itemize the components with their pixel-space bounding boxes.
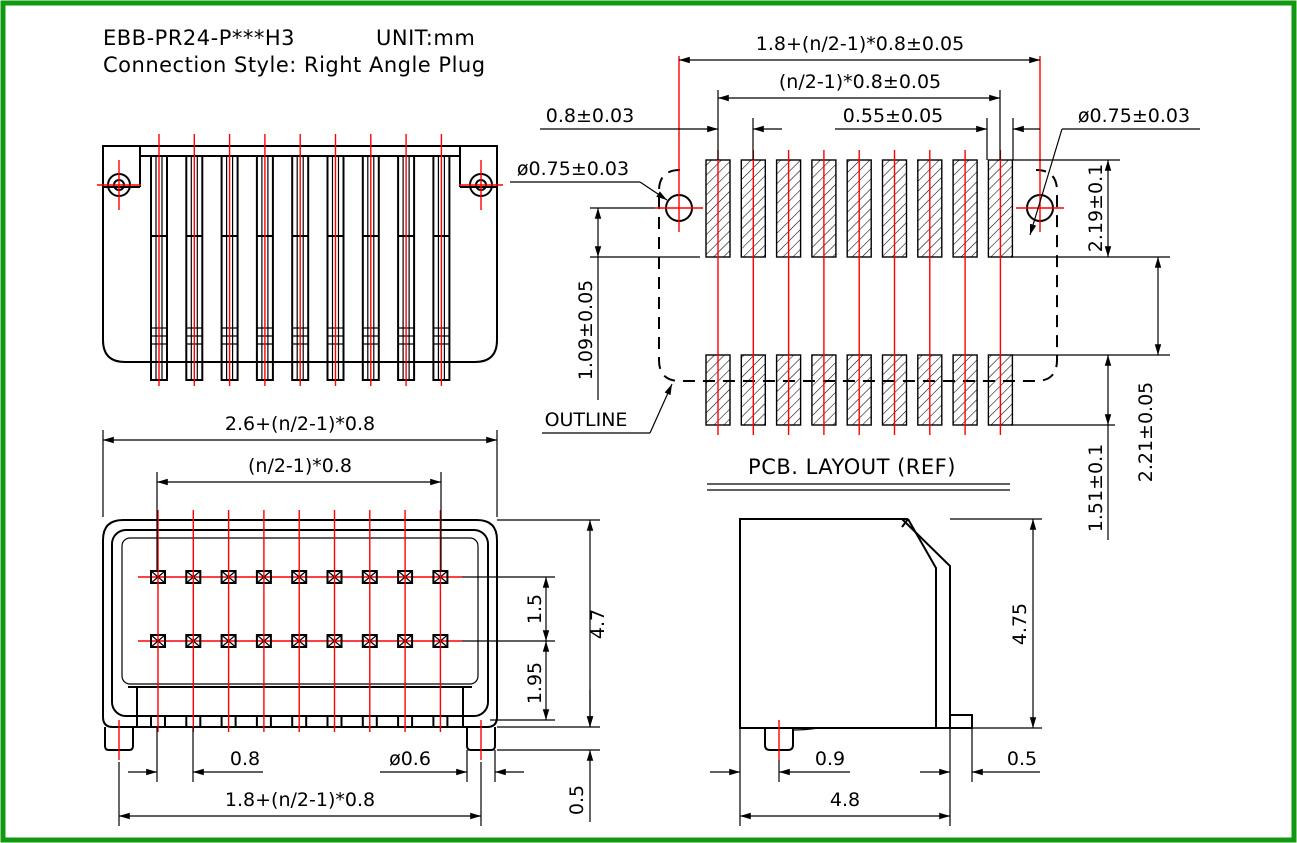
dim-side-height: 4.75: [1009, 603, 1031, 645]
part-number: EBB-PR24-P***H3: [103, 26, 295, 50]
dim-front-overall: 2.6+(n/2-1)*0.8: [225, 413, 375, 435]
dim-side-post-offset: 0.9: [815, 748, 845, 770]
pcb-layout: 1.8+(n/2-1)*0.8±0.05 (n/2-1)*0.8±0.05 0.…: [510, 33, 1200, 540]
dim-pcb-pad-width: 0.55±0.05: [843, 105, 944, 127]
dim-side-depth: 4.8: [830, 789, 860, 811]
dim-pcb-hole-right: ø0.75±0.03: [1078, 105, 1190, 127]
dim-pcb-overall: 1.8+(n/2-1)*0.8±0.05: [756, 33, 964, 55]
dim-pcb-pitch-span: (n/2-1)*0.8±0.05: [779, 71, 941, 93]
connection-style: Connection Style: Right Angle Plug: [103, 53, 486, 77]
dim-post-length: 0.5: [566, 785, 588, 815]
outline-label: OUTLINE: [545, 409, 628, 431]
dim-post-span: 1.8+(n/2-1)*0.8: [225, 789, 375, 811]
dim-front-pitch-span: (n/2-1)*0.8: [248, 455, 352, 477]
dim-post-diameter: ø0.6: [389, 748, 431, 770]
dim-front-height: 4.7: [587, 609, 609, 639]
pcb-layout-caption: PCB. LAYOUT (REF): [748, 455, 956, 479]
dim-side-tail: 0.5: [1007, 748, 1037, 770]
dim-pcb-row-gap: 2.21±0.05: [1135, 382, 1157, 483]
dim-pcb-pitch: 0.8±0.03: [546, 105, 634, 127]
front-view: 2.6+(n/2-1)*0.8 (n/2-1)*0.8 4.7 1.5 1.95…: [102, 413, 609, 826]
dim-pcb-hole-left: ø0.75±0.03: [517, 158, 629, 180]
dim-pitch: 0.8: [230, 748, 260, 770]
unit-label: UNIT:mm: [376, 26, 475, 50]
dim-row-spacing: 1.5: [524, 594, 546, 624]
dim-pcb-pad-top: 2.19±0.1: [1085, 164, 1107, 252]
dim-row-to-bottom: 1.95: [524, 662, 546, 704]
dim-pcb-pad-bottom: 1.51±0.1: [1085, 444, 1107, 532]
dim-pcb-hole-offset: 1.09±0.05: [575, 280, 597, 381]
top-view: [97, 134, 503, 386]
side-view: 4.75 0.9 0.5 4.8: [710, 518, 1042, 826]
